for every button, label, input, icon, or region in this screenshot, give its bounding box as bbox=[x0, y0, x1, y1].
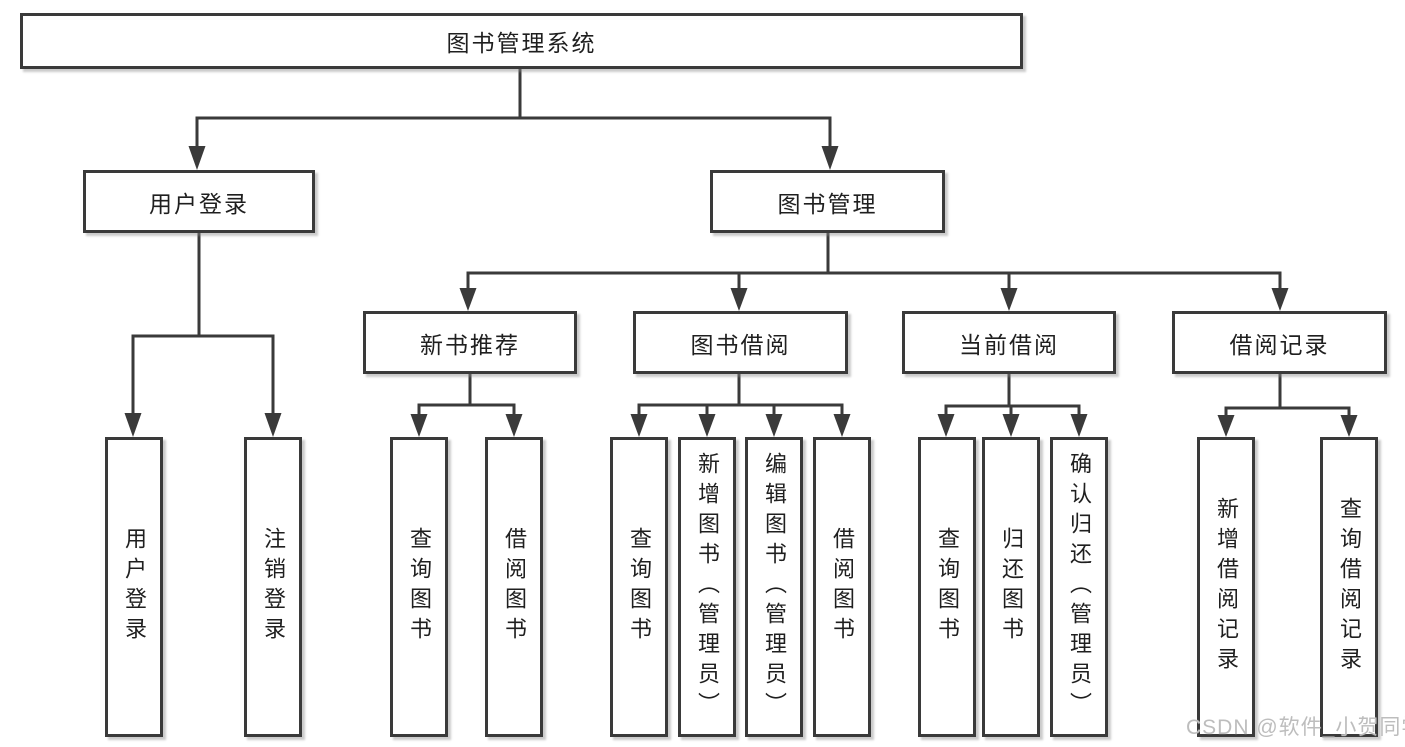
leaf-borrow-books: 借阅图书 bbox=[813, 437, 871, 737]
node-library-system-label: 图书管理系统 bbox=[446, 30, 597, 56]
leaf-user-login-label: 用户登录 bbox=[122, 527, 147, 647]
leaf-edit-books-admin-label: 编辑图书（管理员） bbox=[762, 452, 787, 722]
node-book-management-label: 图书管理 bbox=[777, 190, 878, 217]
node-new-book-recommend: 新书推荐 bbox=[363, 311, 577, 374]
node-user-login: 用户登录 bbox=[83, 170, 315, 233]
leaf-borrow-books-recommend-label: 借阅图书 bbox=[502, 527, 527, 647]
leaf-add-borrow-record: 新增借阅记录 bbox=[1197, 437, 1255, 737]
leaf-query-books-current-label: 查询图书 bbox=[935, 527, 960, 647]
edge-new-book-children bbox=[410, 374, 523, 437]
node-current-borrow-label: 当前借阅 bbox=[959, 331, 1059, 358]
leaf-query-borrow-record-label: 查询借阅记录 bbox=[1337, 497, 1362, 677]
leaf-logout: 注销登录 bbox=[244, 437, 302, 737]
leaf-add-books-admin-label: 新增图书（管理员） bbox=[695, 452, 720, 722]
edge-book-mgmt-children bbox=[459, 232, 1289, 311]
node-borrow-records-label: 借阅记录 bbox=[1229, 331, 1330, 358]
node-book-borrow: 图书借阅 bbox=[633, 311, 848, 374]
leaf-query-borrow-record: 查询借阅记录 bbox=[1320, 437, 1378, 737]
node-current-borrow: 当前借阅 bbox=[902, 311, 1116, 374]
node-borrow-records: 借阅记录 bbox=[1172, 311, 1387, 374]
leaf-add-books-admin: 新增图书（管理员） bbox=[678, 437, 736, 737]
leaf-confirm-return-admin-label: 确认归还（管理员） bbox=[1067, 452, 1092, 722]
leaf-query-books-recommend-label: 查询图书 bbox=[407, 527, 432, 647]
edge-root-to-level1 bbox=[188, 69, 839, 170]
node-user-login-label: 用户登录 bbox=[149, 190, 249, 217]
leaf-logout-label: 注销登录 bbox=[261, 527, 286, 647]
leaf-return-books: 归还图书 bbox=[982, 437, 1040, 737]
edge-borrow-records-children bbox=[1217, 374, 1358, 437]
leaf-return-books-label: 归还图书 bbox=[999, 527, 1024, 647]
watermark: CSDN @软件_小贺同学 bbox=[1186, 716, 1405, 739]
leaf-edit-books-admin: 编辑图书（管理员） bbox=[745, 437, 803, 737]
node-new-book-recommend-label: 新书推荐 bbox=[420, 331, 520, 358]
node-book-management: 图书管理 bbox=[710, 170, 945, 233]
edge-book-borrow-children bbox=[630, 374, 851, 437]
edge-current-borrow-children bbox=[937, 374, 1088, 437]
leaf-borrow-books-label: 借阅图书 bbox=[830, 527, 855, 647]
leaf-user-login: 用户登录 bbox=[105, 437, 163, 737]
leaf-borrow-books-recommend: 借阅图书 bbox=[485, 437, 543, 737]
leaf-query-books-borrow-label: 查询图书 bbox=[627, 527, 652, 647]
leaf-query-books-recommend: 查询图书 bbox=[390, 437, 448, 737]
leaf-query-books-borrow: 查询图书 bbox=[610, 437, 668, 737]
node-book-borrow-label: 图书借阅 bbox=[690, 331, 791, 358]
leaf-confirm-return-admin: 确认归还（管理员） bbox=[1050, 437, 1108, 737]
node-library-system: 图书管理系统 bbox=[20, 13, 1023, 69]
leaf-query-books-current: 查询图书 bbox=[918, 437, 976, 737]
leaf-add-borrow-record-label: 新增借阅记录 bbox=[1214, 497, 1239, 677]
edge-user-login-children bbox=[124, 232, 282, 437]
